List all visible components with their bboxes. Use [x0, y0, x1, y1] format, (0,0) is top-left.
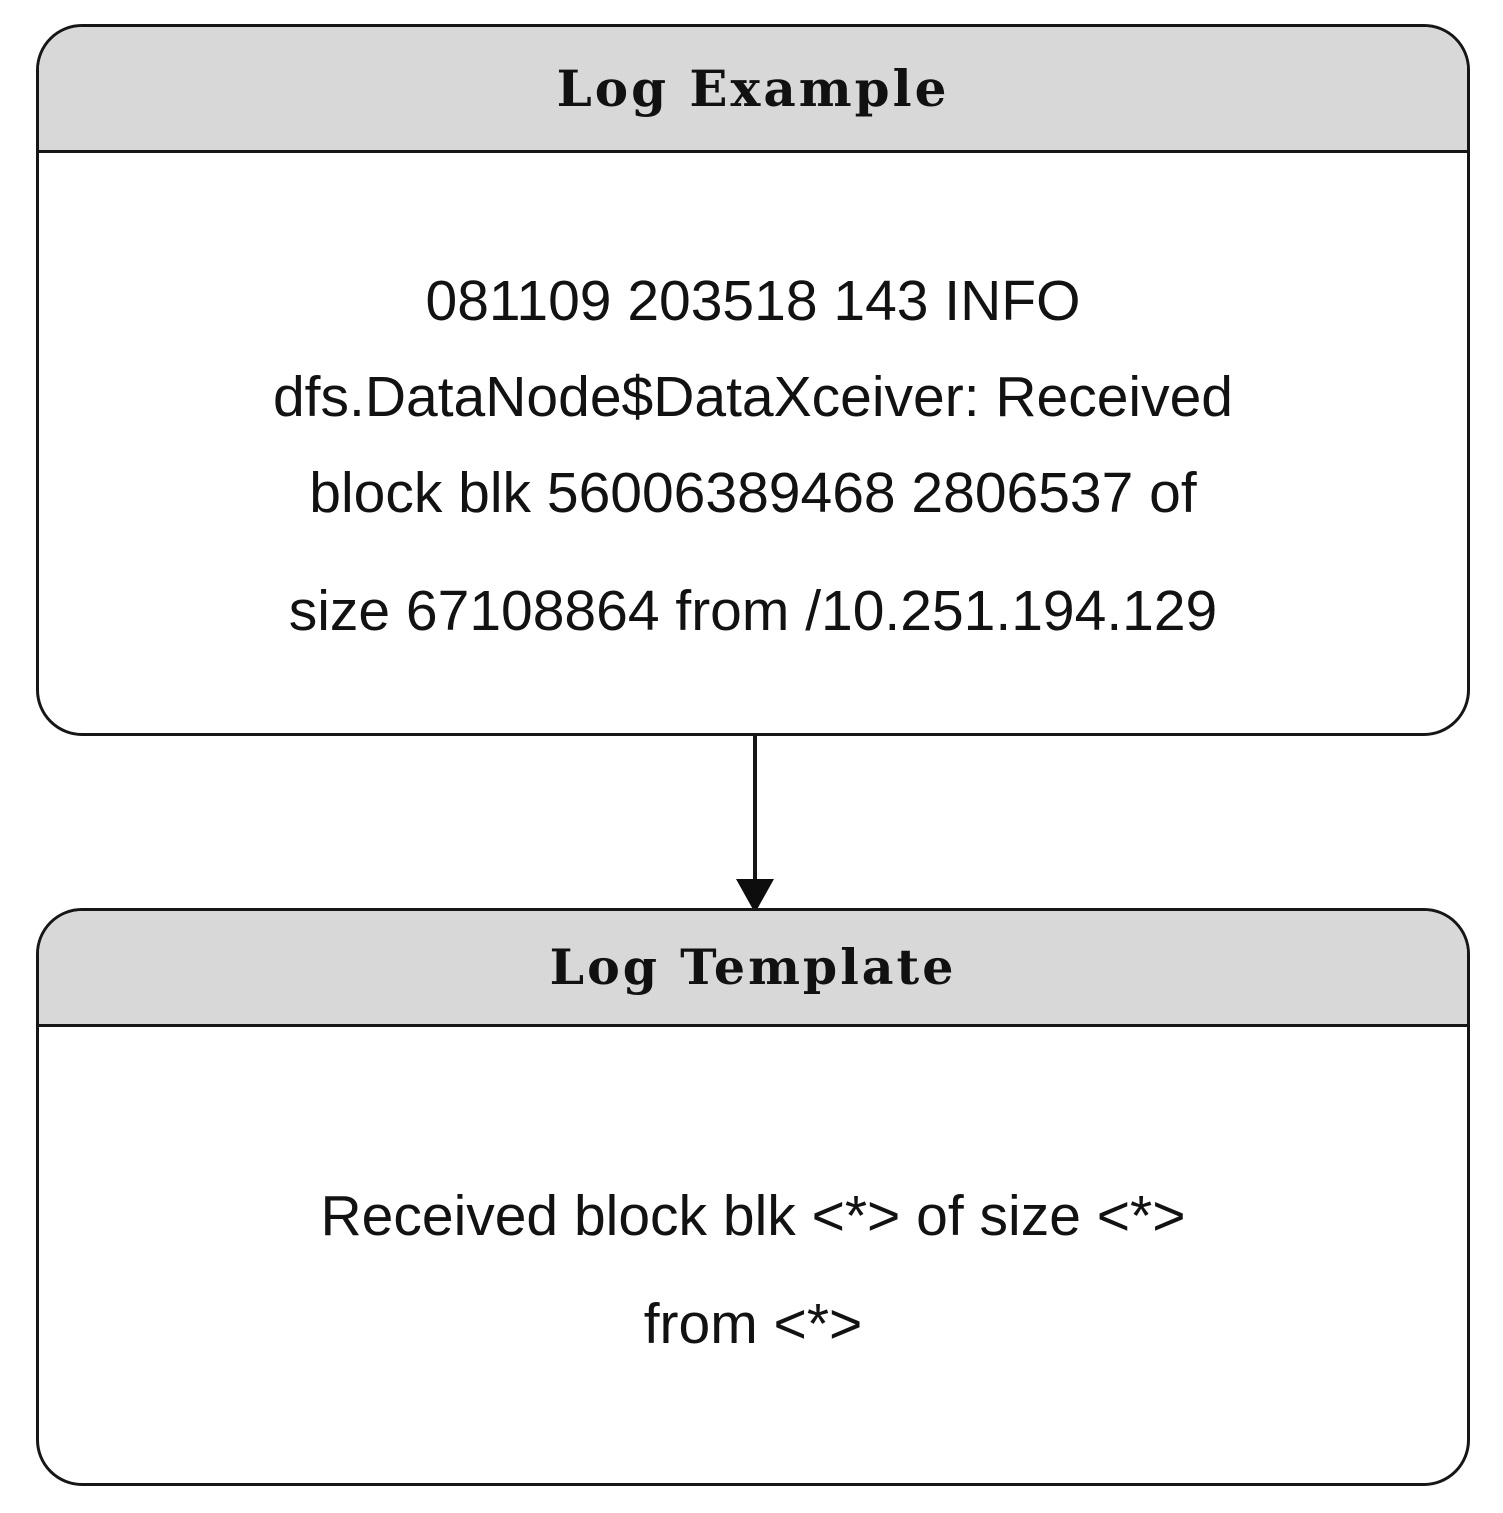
- log-template-body: Received block blk <*> of size <*> from …: [39, 1027, 1467, 1483]
- log-example-title: Log Example: [556, 58, 950, 118]
- log-template-header: Log Template: [39, 911, 1467, 1027]
- log-template-line-1: Received block blk <*> of size <*>: [320, 1184, 1186, 1248]
- log-template-title: Log Template: [549, 938, 957, 996]
- log-example-line-4: size 67108864 from /10.251.194.129: [288, 579, 1218, 643]
- log-template-line-2: from <*>: [643, 1292, 863, 1356]
- log-example-body: 081109 203518 143 INFO dfs.DataNode$Data…: [39, 153, 1467, 733]
- arrow-down-icon: [700, 733, 810, 913]
- log-example-header: Log Example: [39, 27, 1467, 153]
- log-example-node: Log Example 081109 203518 143 INFO dfs.D…: [36, 24, 1470, 736]
- log-example-line-1: 081109 203518 143 INFO: [425, 269, 1081, 333]
- log-example-line-3: block blk 56006389468 2806537 of: [309, 461, 1197, 525]
- log-template-node: Log Template Received block blk <*> of s…: [36, 908, 1470, 1486]
- log-example-line-2: dfs.DataNode$DataXceiver: Received: [272, 365, 1233, 429]
